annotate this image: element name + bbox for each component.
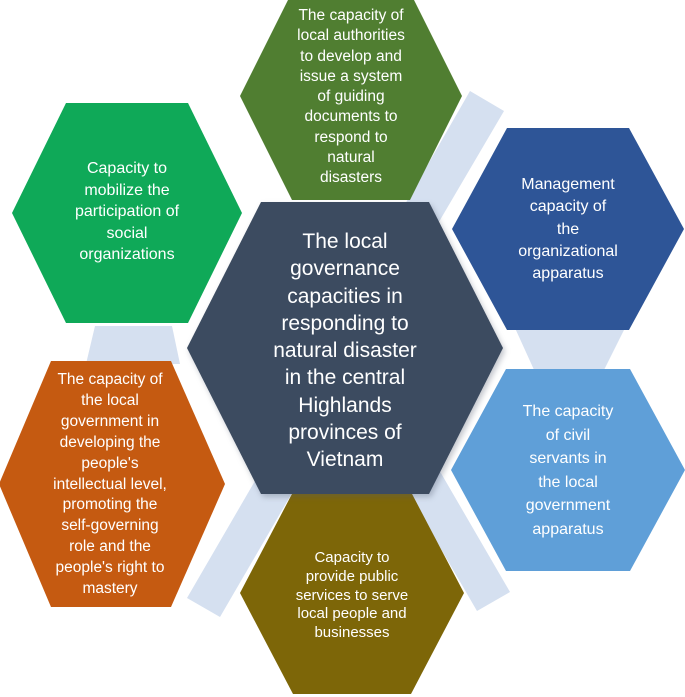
- hexagon-top: [240, 0, 462, 200]
- hexagon-top-right: [452, 128, 684, 330]
- hexagon-center: [187, 202, 503, 494]
- connector-right: [515, 328, 625, 372]
- hexagon-bottom: [240, 492, 464, 694]
- connector-top-right: [400, 91, 504, 232]
- connector-bottom-right: [405, 468, 510, 611]
- hexagon-top-left: [12, 103, 242, 323]
- connector-left: [86, 326, 180, 364]
- hexagon-bottom-left: [0, 361, 225, 607]
- connector-bottom-left: [187, 474, 292, 617]
- hexagon-bottom-right: [451, 369, 685, 571]
